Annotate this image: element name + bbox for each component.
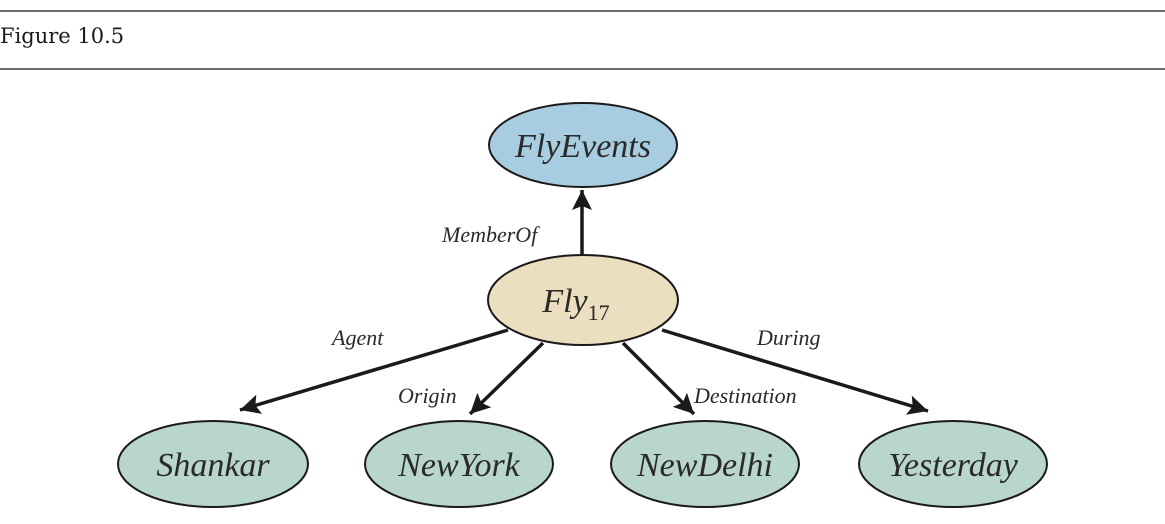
- node-label-flyevents: FlyEvents: [514, 128, 651, 165]
- top-rule: [0, 10, 1165, 12]
- node-newyork: NewYork: [364, 420, 554, 508]
- edge-destination: [621, 341, 696, 416]
- node-flyevents: FlyEvents: [488, 102, 678, 188]
- node-label-fly17: Fly17: [541, 283, 609, 325]
- edge-label-destination: Destination: [693, 383, 797, 408]
- node-newdelhi: NewDelhi: [610, 420, 800, 508]
- edge-label-agent: Agent: [330, 325, 384, 350]
- edge-label-memberof: MemberOf: [441, 222, 540, 247]
- node-yesterday: Yesterday: [858, 420, 1048, 508]
- edge-origin: [468, 341, 545, 416]
- node-label-newdelhi: NewDelhi: [636, 447, 773, 484]
- node-label-shankar: Shankar: [156, 447, 270, 484]
- node-label-newyork: NewYork: [397, 447, 520, 484]
- node-fly17: Fly17: [487, 254, 679, 346]
- figure-title: Figure 10.5: [0, 24, 125, 48]
- node-label-yesterday: Yesterday: [888, 447, 1019, 484]
- edge-during: [661, 328, 929, 415]
- edge-label-origin: Origin: [398, 383, 457, 408]
- edge-agent: [239, 328, 509, 414]
- node-shankar: Shankar: [117, 420, 309, 508]
- bottom-rule: [0, 68, 1165, 70]
- edge-label-during: During: [756, 325, 821, 350]
